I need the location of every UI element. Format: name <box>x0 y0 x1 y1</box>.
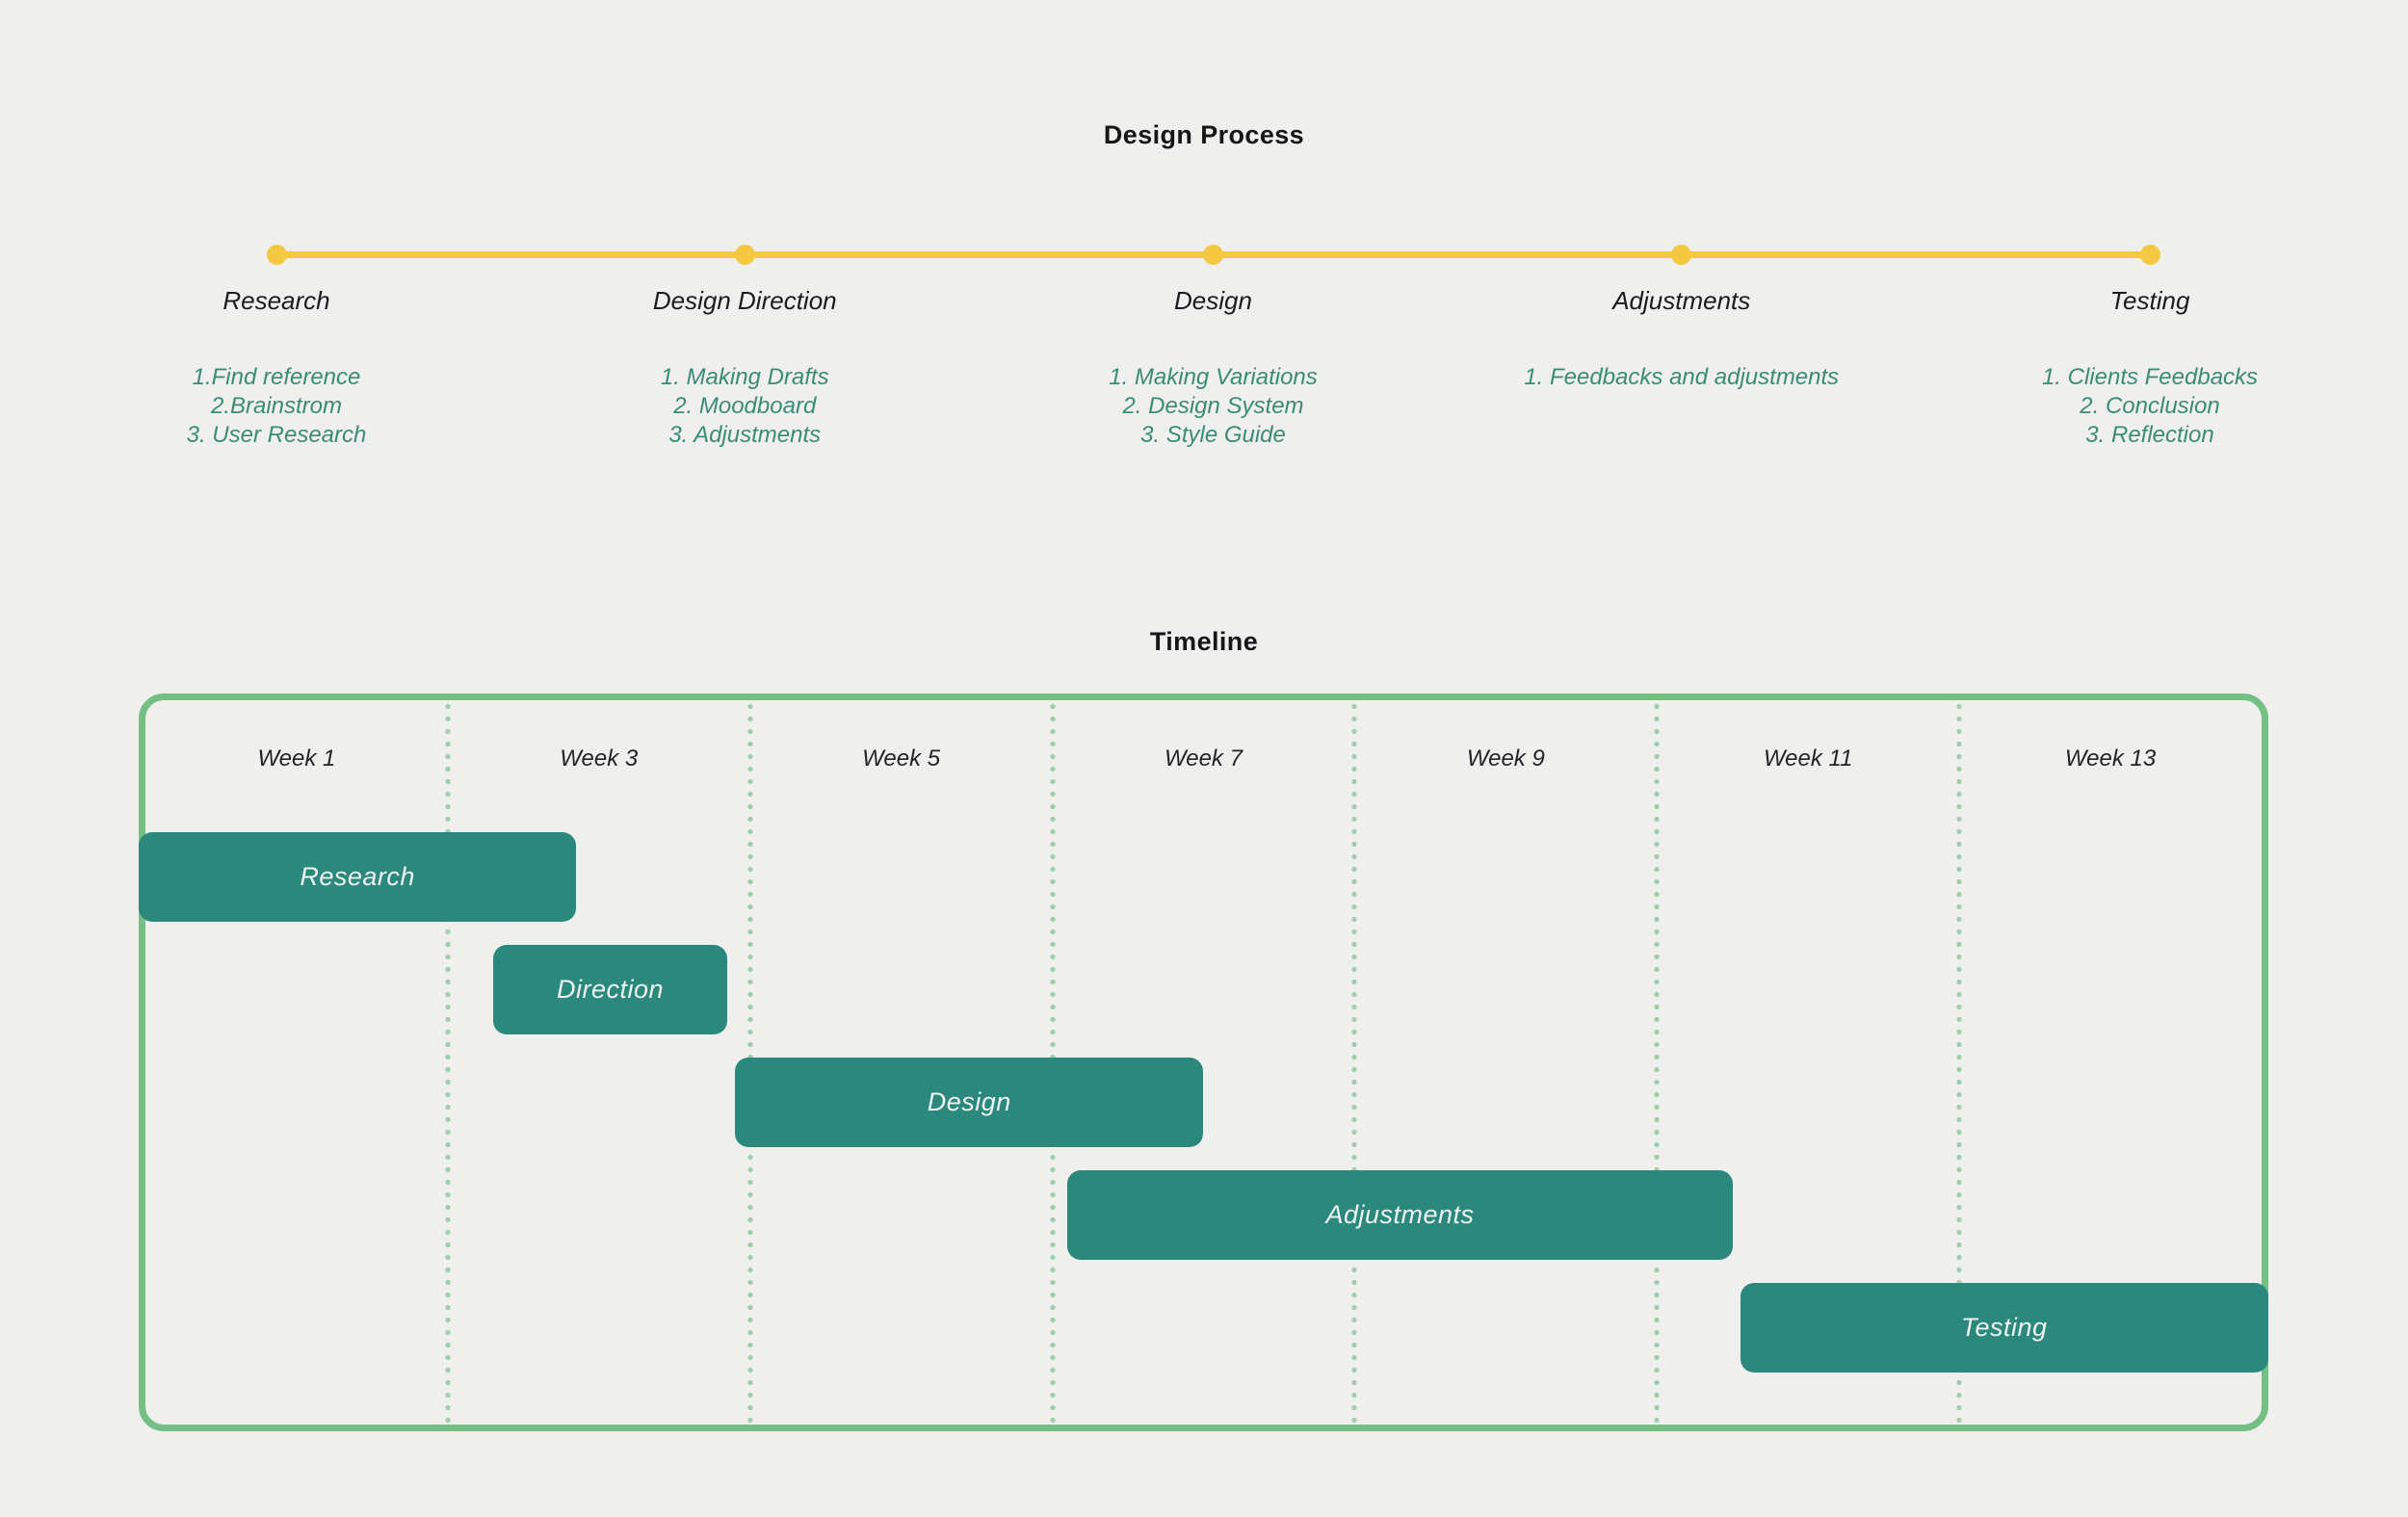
gantt-week-label: Week 5 <box>862 745 941 772</box>
gantt-task-bar: Adjustments <box>1067 1170 1733 1260</box>
stage-task-item: 1. Making Drafts <box>660 364 829 390</box>
gantt-task-label: Research <box>300 862 415 891</box>
gantt-task-label: Adjustments <box>1325 1200 1475 1229</box>
gantt-gridline <box>1956 700 1963 1425</box>
stage-label: Adjustments <box>1612 286 1751 315</box>
gantt-gridline <box>1351 700 1358 1425</box>
gantt-task-bar: Design <box>735 1058 1204 1147</box>
process-milestone-dot <box>734 244 755 265</box>
gantt-week-label: Week 13 <box>2064 745 2157 772</box>
gantt-week-label: Week 11 <box>1763 745 1853 772</box>
stage-label: Research <box>222 286 330 315</box>
process-title: Design Process <box>1103 120 1305 149</box>
stage-task-item: 1.Find reference <box>192 364 361 390</box>
gantt-task-bar: Testing <box>1740 1283 2268 1373</box>
stage-task-list: 1. Making Variations 2. Design System 3. S… <box>982 363 1445 450</box>
gantt-gridline <box>1654 700 1661 1425</box>
stage-task-item: 1. Clients Feedbacks <box>2041 364 2259 390</box>
process-milestone-dot <box>1671 244 1692 265</box>
stage-task-item: 3. Adjustments <box>668 422 822 448</box>
stage-label: Design <box>1174 286 1252 315</box>
timeline-title: Timeline <box>1149 627 1259 656</box>
stage-task-item: 1. Making Variations <box>1109 364 1318 390</box>
gantt-gridline <box>444 700 451 1425</box>
process-stage: Design 1. Making Variations 2. Design Syst… <box>982 286 1445 450</box>
gantt-task-bar: Research <box>139 832 577 922</box>
stage-task-item: 2.Brainstrom <box>210 393 343 419</box>
gantt-task-label: Design <box>927 1087 1011 1116</box>
stage-task-item: 2. Moodboard <box>673 393 817 419</box>
gantt-week-label: Week 9 <box>1466 745 1545 772</box>
stage-task-list: 1. Clients Feedbacks 2. Conclusion 3. Refl… <box>1919 363 2381 450</box>
gantt-task-bar: Direction <box>492 945 728 1034</box>
gantt-task-label: Direction <box>557 975 665 1004</box>
gantt-week-label: Week 1 <box>257 745 336 772</box>
process-stage: Research 1.Find reference 2.Brainstrom 3. U… <box>45 286 508 450</box>
stage-task-item: 2. Conclusion <box>2080 393 2220 419</box>
gantt-task-label: Testing <box>1961 1313 2048 1342</box>
process-stage: Adjustments 1. Feedbacks and adjustments <box>1451 286 1913 392</box>
process-milestone-dot <box>1203 244 1223 265</box>
stage-task-item: 3. Reflection <box>2085 422 2214 448</box>
stage-task-list: 1.Find reference 2.Brainstrom 3. User Rese… <box>45 363 508 450</box>
process-stage: Design Direction 1. Making Drafts 2. Moodb… <box>513 286 976 450</box>
stage-label: Design Direction <box>652 286 837 315</box>
gantt-week-label: Week 3 <box>560 745 639 772</box>
stage-task-item: 3. Style Guide <box>1140 422 1286 448</box>
process-milestone-dot <box>2139 244 2160 265</box>
stage-task-list: 1. Feedbacks and adjustments <box>1451 363 1913 392</box>
stage-label: Testing <box>2109 286 2190 315</box>
stage-task-item: 3. User Research <box>186 422 367 448</box>
stage-task-item: 1. Feedbacks and adjustments <box>1524 364 1840 390</box>
stage-task-list: 1. Making Drafts 2. Moodboard 3. Adjustmen… <box>513 363 976 450</box>
gantt-chart: Week 1 Week 3 Week 5 Week 7 Week 9 Week 11 Wee… <box>139 693 2268 1431</box>
gantt-week-label: Week 7 <box>1165 745 1243 772</box>
process-stage: Testing 1. Clients Feedbacks 2. Conclusion… <box>1919 286 2381 450</box>
process-milestone-dot <box>266 244 287 265</box>
stage-task-item: 2. Design System <box>1122 393 1304 419</box>
